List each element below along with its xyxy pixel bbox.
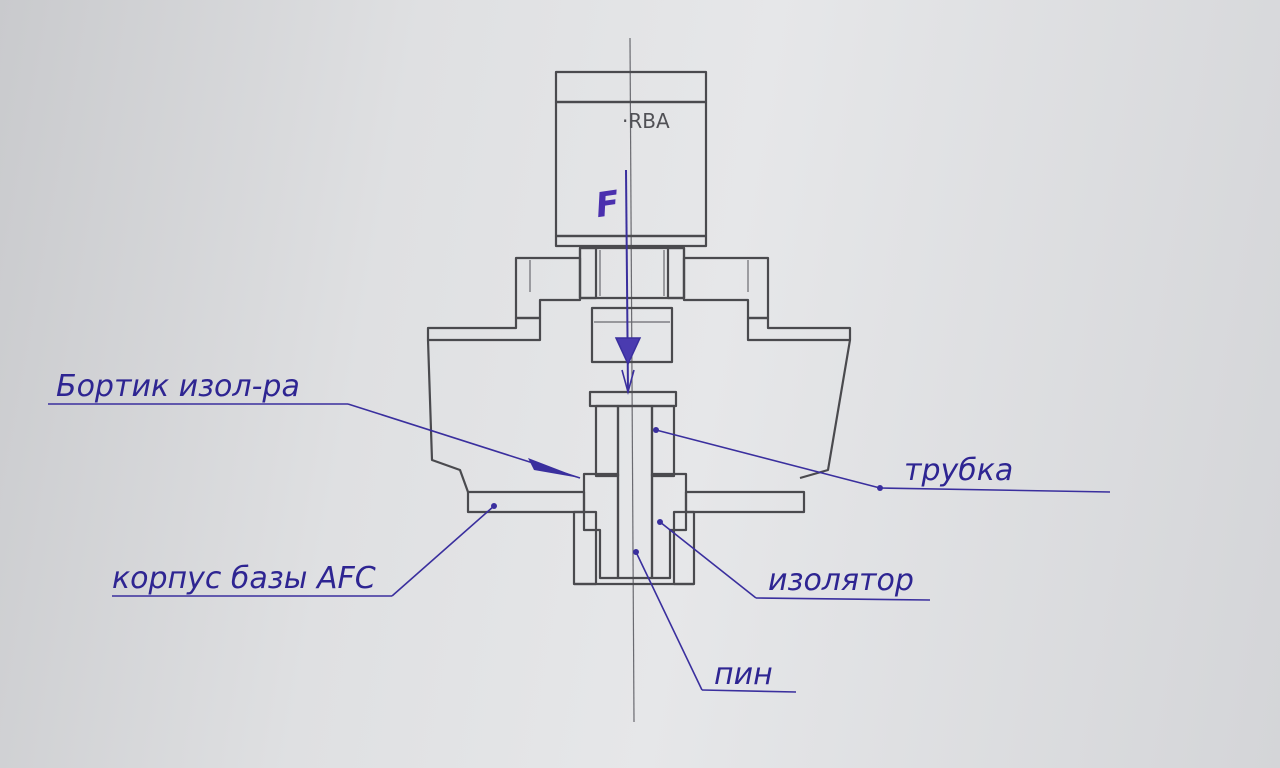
force-arrow — [614, 169, 642, 396]
upper-housing — [426, 256, 852, 493]
afc-base-body — [466, 490, 806, 586]
leader-tube — [653, 427, 1111, 493]
label-tube: трубка — [904, 453, 1013, 488]
leader-pin — [633, 549, 797, 693]
label-body: корпус базы AFC — [112, 561, 376, 596]
tube-assembly — [582, 390, 688, 580]
leader-body — [112, 503, 497, 597]
rba-cap — [554, 70, 708, 248]
label-pin: пин — [714, 657, 773, 692]
label-rim: Бортик изол-ра — [56, 369, 300, 404]
force-label: F — [593, 183, 622, 226]
label-insulator: изолятор — [768, 563, 914, 598]
leader-insulator — [657, 519, 931, 601]
leader-rim — [48, 403, 581, 479]
rba-mark: ·RBA — [622, 109, 670, 133]
contact-insert — [590, 306, 674, 364]
